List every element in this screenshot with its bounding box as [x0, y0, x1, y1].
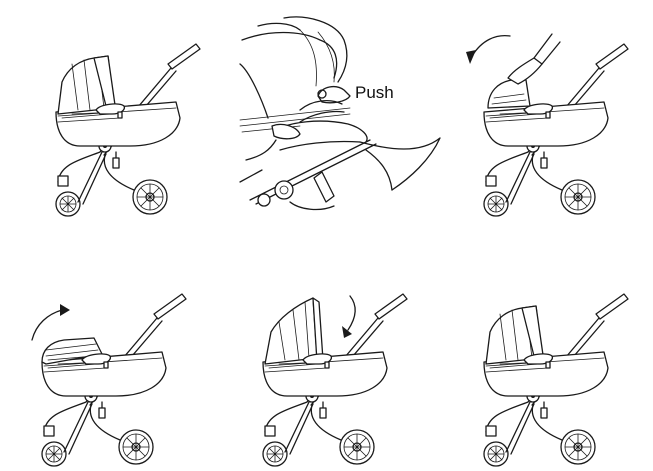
push-label: Push — [355, 83, 394, 102]
rotate-arrow-icon — [32, 304, 70, 340]
step-2-closeup — [240, 17, 440, 209]
step-6-stroller — [484, 294, 628, 466]
rotate-arrow-icon — [466, 36, 510, 64]
step-1-stroller — [56, 44, 200, 216]
step-5-stroller — [263, 294, 407, 466]
rotate-arrow-icon — [342, 296, 355, 338]
step-4-stroller — [42, 294, 186, 466]
step-3-stroller — [484, 34, 628, 216]
